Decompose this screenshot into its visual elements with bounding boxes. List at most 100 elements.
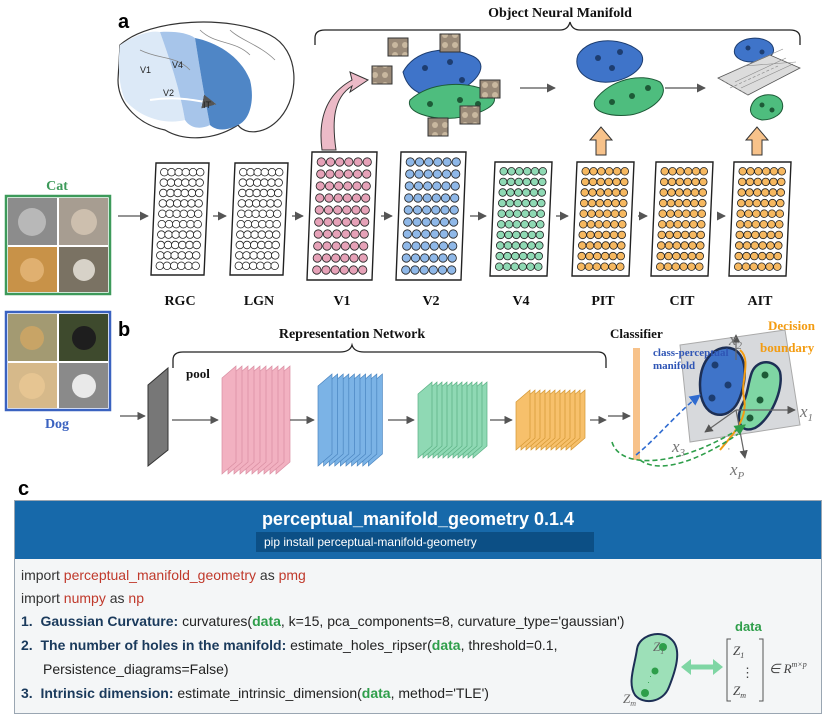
item-title: Intrinsic dimension: (40, 685, 174, 701)
install-command[interactable]: pip install perceptual-manifold-geometry (256, 532, 594, 552)
stage-grid-cit (650, 161, 714, 277)
item-params: , threshold=0.1, (460, 637, 558, 653)
axis-x2-sub: 2 (737, 340, 743, 352)
item-number: 3. (21, 685, 33, 701)
v2-manifolds (371, 33, 501, 137)
dog-label: Dog (45, 417, 69, 432)
classifier-bar (633, 348, 640, 460)
item-call: estimate_holes_ripser( (286, 637, 432, 653)
svg-text:·: · (727, 443, 731, 455)
svg-text:x3: x3 (671, 437, 686, 459)
manifold-zm-sub: m (630, 699, 636, 708)
svg-text:·: · (647, 677, 650, 687)
panel-label-c: c (18, 478, 29, 500)
stage-grid-v2 (395, 151, 467, 281)
pool-label: pool (186, 366, 210, 381)
brain-label-v4: V4 (172, 60, 183, 70)
item-call: Persistence_diagrams=False) (43, 661, 229, 677)
svg-text:·: · (649, 671, 652, 681)
stage-label-ait: AIT (748, 294, 774, 309)
manifold-title: Object Neural Manifold (488, 6, 632, 21)
input-layer (147, 366, 169, 468)
import-package: perceptual_manifold_geometry (63, 567, 257, 583)
import-keyword: import (21, 590, 60, 606)
stage-grid-pit (571, 161, 635, 277)
import-package: numpy (63, 590, 106, 606)
brain-label-it: IT (203, 100, 212, 110)
v1-curved-arrow (320, 71, 370, 151)
manifold-zm-letter: Z (623, 691, 631, 706)
network-layers (172, 365, 607, 475)
as-keyword: as (109, 590, 125, 606)
api-item-3: 3. Intrinsic dimension: estimate_intrins… (21, 685, 489, 701)
item-arg: data (252, 613, 281, 629)
item-params: , method='TLE') (390, 685, 489, 701)
stage-grid-v1 (306, 151, 378, 281)
data-label: data (735, 619, 763, 634)
stage-label-lgn: LGN (244, 294, 274, 309)
item-call: curvatures( (178, 613, 253, 629)
item-title: The number of holes in the manifold: (40, 637, 287, 653)
axis-x1-sub: 1 (808, 412, 814, 424)
cat-label: Cat (46, 179, 68, 194)
network-block-blue (317, 373, 383, 467)
api-item-2-cont: Persistence_diagrams=False) (43, 661, 229, 677)
stage-label-v4: V4 (512, 294, 529, 309)
manifold-z1-sub: 1 (660, 647, 664, 656)
stage-label-cit: CIT (670, 294, 696, 309)
svg-text:·: · (723, 438, 727, 450)
network-bracket (172, 342, 607, 368)
svg-text:Z1: Z1 (733, 643, 744, 660)
item-number: 1. (21, 613, 33, 629)
class-manifold-label-2: manifold (653, 360, 695, 372)
axis-x1-letter: x (799, 402, 808, 421)
network-block-green (417, 381, 488, 459)
item-arg: data (431, 637, 461, 653)
import-keyword: import (21, 567, 60, 583)
axis-xp-letter: x (729, 460, 738, 479)
import-line-2: import numpy as np (21, 590, 144, 606)
item-call: estimate_intrinsic_dimension( (173, 685, 362, 701)
package-box: perceptual_manifold_geometry 0.1.4 pip i… (14, 500, 822, 714)
figure-canvas: a V1 V4 V2 IT Object Neural Manifold (4, 6, 816, 500)
ait-up-arrow (744, 126, 770, 156)
matrix-dims: m×p (792, 660, 807, 669)
classifier-label: Classifier (610, 326, 663, 341)
as-keyword: as (259, 567, 275, 583)
svg-text:x2: x2 (728, 330, 743, 352)
perceptual-manifold-space: · · · class-perceptual manifold Decision… (611, 318, 816, 482)
data-matrix-illustration: data ·· Z1 Zm Z1 ⋮ Zm ∈ Rm×p (623, 619, 807, 708)
network-block-orange (515, 389, 586, 451)
class-manifold-label-1: class-perceptual (653, 347, 729, 359)
item-arg: data (361, 685, 391, 701)
stage-label-rgc: RGC (164, 294, 195, 309)
svg-text:Z1: Z1 (653, 639, 664, 656)
svg-text:Zm: Zm (733, 683, 746, 700)
pit-up-arrow (588, 126, 614, 156)
axis-x2-letter: x (728, 330, 737, 349)
svg-text:Zm: Zm (623, 691, 636, 708)
axis-x3-letter: x (671, 437, 680, 456)
matrix-z1-letter: Z (733, 643, 741, 658)
pit-manifolds (576, 40, 664, 116)
svg-text:∈ Rm×p: ∈ Rm×p (769, 660, 807, 676)
axis-x3-sub: 3 (679, 447, 686, 459)
panel-label-b: b (118, 319, 130, 341)
import-line-1: import perceptual_manifold_geometry as p… (21, 567, 306, 583)
item-number: 2. (21, 637, 33, 653)
cat-images: Cat (4, 179, 112, 296)
ait-manifolds (717, 37, 801, 121)
decision-label-2: boundary (760, 340, 815, 355)
stage-grid-v4 (489, 161, 553, 277)
network-title: Representation Network (279, 327, 426, 342)
stage-grids (150, 151, 792, 281)
svg-text:x1: x1 (799, 402, 813, 424)
stage-label-v1: V1 (333, 294, 350, 309)
stage-label-pit: PIT (591, 294, 615, 309)
import-alias: np (128, 590, 144, 606)
import-alias: pmg (278, 567, 306, 583)
stage-grid-ait (728, 161, 792, 277)
matrix-zm-letter: Z (733, 683, 741, 698)
decision-label-1: Decision (768, 318, 816, 333)
